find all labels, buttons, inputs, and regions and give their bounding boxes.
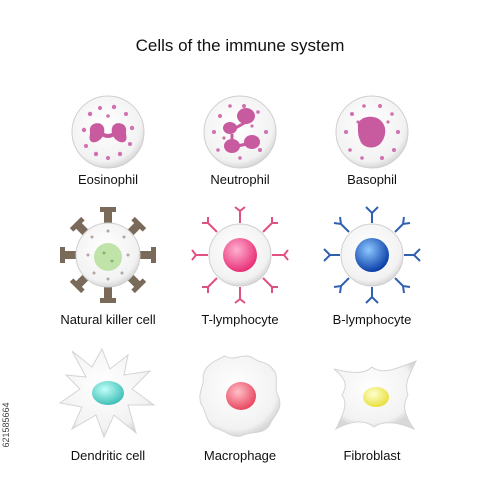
neutrophil-cell [203,95,277,169]
dendritic-cell [58,347,156,439]
side-id-text: 621585664 [1,402,11,448]
cell-label-macrophage: Macrophage [203,448,277,463]
diagram-title: Cells of the immune system [135,36,345,55]
cell-label-eosinophil: Eosinophil [78,172,138,187]
basophil-cell [335,95,409,169]
cell-label-b-lymphocyte: B-lymphocyte [332,312,412,327]
fibroblast-cell [333,360,418,431]
cell-label-basophil: Basophil [347,172,397,187]
cell-label-natural-killer: Natural killer cell [60,312,156,327]
eosinophil-cell [71,95,145,169]
b-lymphocyte-cell [323,206,421,304]
t-lymphocyte-cell [191,206,289,304]
cell-label-fibroblast: Fibroblast [343,448,401,463]
natural-killer-cell [60,207,156,303]
cell-label-neutrophil: Neutrophil [210,172,270,187]
cell-label-dendritic: Dendritic cell [70,448,146,463]
macrophage-cell [199,355,281,437]
cell-label-t-lymphocyte: T-lymphocyte [201,312,279,327]
